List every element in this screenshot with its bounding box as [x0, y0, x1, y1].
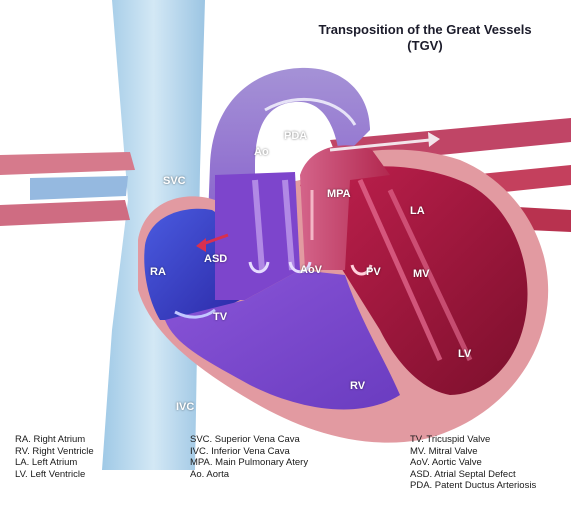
legend-item: SVC. Superior Vena Cava — [190, 434, 308, 446]
left-pulmonary-vessels-upper — [0, 152, 135, 175]
legend-item: LA. Left Atrium — [15, 457, 94, 469]
label-pda: PDA — [284, 130, 307, 142]
label-asd: ASD — [204, 253, 227, 265]
label-pv: PV — [366, 266, 381, 278]
diagram-title: Transposition of the Great Vessels (TGV) — [300, 22, 550, 54]
label-ao: Ao — [254, 146, 269, 158]
legend-item: Ao. Aorta — [190, 469, 308, 481]
legend-item: RA. Right Atrium — [15, 434, 94, 446]
legend-item: IVC. Inferior Vena Cava — [190, 446, 308, 458]
legend-item: MPA. Main Pulmonary Atery — [190, 457, 308, 469]
legend-column-2: SVC. Superior Vena Cava IVC. Inferior Ve… — [190, 434, 308, 480]
left-vein-blue — [30, 176, 128, 200]
title-line-2: (TGV) — [300, 38, 550, 54]
label-la: LA — [410, 205, 425, 217]
legend-item: TV. Tricuspid Valve — [410, 434, 536, 446]
title-line-1: Transposition of the Great Vessels — [300, 22, 550, 38]
label-mpa: MPA — [327, 188, 351, 200]
legend-item: MV. Mitral Valve — [410, 446, 536, 458]
legend-item: LV. Left Ventricle — [15, 469, 94, 481]
legend-column-3: TV. Tricuspid Valve MV. Mitral Valve AoV… — [410, 434, 536, 492]
label-ra: RA — [150, 266, 166, 278]
legend-item: RV. Right Ventricle — [15, 446, 94, 458]
legend-column-1: RA. Right Atrium RV. Right Ventricle LA.… — [15, 434, 94, 480]
legend-item: PDA. Patent Ductus Arteriosis — [410, 480, 536, 492]
label-lv: LV — [458, 348, 471, 360]
label-rv: RV — [350, 380, 365, 392]
label-ivc: IVC — [176, 401, 194, 413]
label-svc: SVC — [163, 175, 186, 187]
label-aov: AoV — [300, 264, 322, 276]
legend-item: AoV. Aortic Valve — [410, 457, 536, 469]
legend-item: ASD. Atrial Septal Defect — [410, 469, 536, 481]
label-mv: MV — [413, 268, 430, 280]
left-pulmonary-vessels-lower — [0, 200, 130, 226]
label-tv: TV — [213, 311, 227, 323]
